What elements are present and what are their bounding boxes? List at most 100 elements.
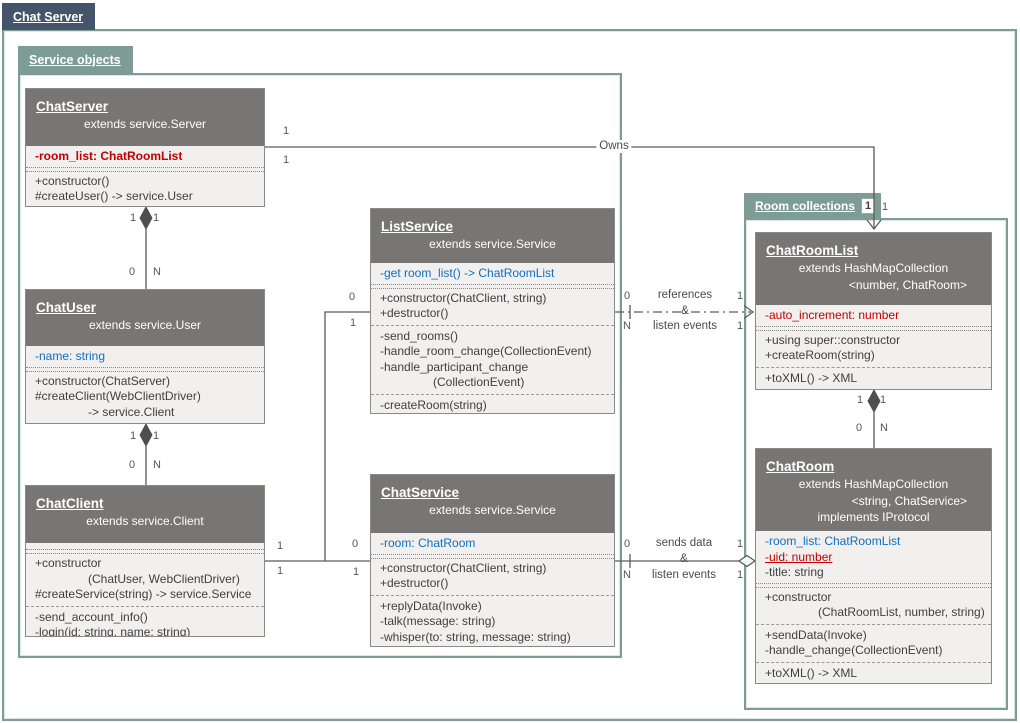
multiplicity-label: 1 — [277, 565, 284, 577]
class-body-chatclient: +constructor (ChatUser, WebClientDriver)… — [26, 543, 264, 636]
connector-label-references-1: references — [657, 289, 713, 301]
group-label-room-collections: Room collections — [755, 199, 856, 213]
multiplicity-label: 0 — [624, 290, 631, 302]
multiplicity-label: 0 — [352, 538, 359, 550]
class-body-chatserver: -room_list: ChatRoomList +constructor() … — [26, 146, 264, 205]
group-label-service-objects: Service objects — [29, 53, 121, 67]
class-header-chatclient: ChatClient extends service.Client — [26, 486, 264, 543]
section-separator — [371, 324, 614, 326]
attribute-row: -title: string — [765, 565, 824, 579]
multiplicity-label: 1 — [130, 212, 137, 224]
attribute-row: -uid: number — [765, 549, 833, 564]
method-row: -createRoom(string) — [380, 397, 487, 412]
method-row: +destructor() — [380, 576, 449, 590]
method-row: +destructor() — [380, 306, 449, 320]
class-stereotype: extends HashMapCollection — [798, 261, 949, 275]
connector-label-owns: Owns — [596, 140, 632, 153]
method-row: #createUser() -> service.User — [35, 189, 193, 203]
attribute-row: -room_list: ChatRoomList — [765, 534, 901, 548]
class-title-chatroomlist: ChatRoomList — [766, 243, 859, 258]
class-box-chatserver: ChatServer extends service.Server -room_… — [25, 88, 265, 207]
method-row: +toXML() -> XML — [765, 665, 858, 680]
method-row: +using super::constructor — [765, 332, 901, 347]
section-separator — [26, 366, 264, 372]
class-body-listservice: -get room_list() -> ChatRoomList +constr… — [371, 263, 614, 413]
room-collections-count-badge: 1 — [861, 198, 876, 214]
method-row: -talk(message: string) — [380, 614, 496, 628]
connector-label-sends-2: & — [680, 553, 688, 565]
multiplicity-label: N — [623, 320, 631, 332]
section-separator — [26, 549, 264, 554]
section-separator — [26, 166, 264, 172]
class-box-chatuser: ChatUser extends service.User -name: str… — [25, 289, 265, 424]
method-row-continuation: (CollectionEvent) — [433, 375, 525, 389]
class-body-chatservice: -room: ChatRoom +constructor(ChatClient,… — [371, 533, 614, 645]
class-title-chatuser: ChatUser — [36, 300, 97, 315]
diagram-frame — [2, 29, 1017, 721]
section-separator — [371, 553, 614, 559]
attribute-row: -get room_list() -> ChatRoomList — [380, 266, 555, 280]
class-stereotype: extends service.User — [88, 318, 202, 332]
method-row: +constructor — [35, 556, 102, 570]
class-stereotype: extends service.Client — [86, 514, 204, 528]
class-title-chatserver: ChatServer — [36, 99, 109, 114]
method-row-continuation: (ChatRoomList, number, string) — [818, 605, 985, 619]
multiplicity-label: N — [880, 422, 888, 434]
section-separator — [371, 283, 614, 289]
class-generic-type: <number, ChatRoom> — [848, 277, 967, 292]
attribute-row: -name: string — [35, 349, 106, 363]
method-row: +sendData(Invoke) — [765, 627, 867, 642]
group-tab-room-collections: Room collections 1 — [744, 193, 882, 219]
multiplicity-label: 1 — [737, 290, 744, 302]
method-row: +constructor — [765, 589, 832, 604]
multiplicity-label: 1 — [737, 320, 744, 332]
method-row: #createClient(WebClientDriver) — [35, 389, 201, 403]
section-separator — [26, 605, 264, 607]
multiplicity-label: 1 — [130, 430, 137, 442]
class-implements: implements IProtocol — [817, 510, 930, 524]
multiplicity-label: N — [623, 569, 631, 581]
class-body-chatroom: -room_list: ChatRoomList -uid: number -t… — [756, 531, 991, 681]
method-row: +replyData(Invoke) — [380, 598, 482, 613]
multiplicity-label: 1 — [283, 154, 290, 166]
section-separator — [756, 582, 991, 588]
connector-label-sends-3: listen events — [652, 569, 716, 581]
section-separator — [756, 623, 991, 625]
multiplicity-label: 1 — [880, 394, 887, 406]
multiplicity-label: 1 — [353, 566, 360, 578]
section-separator — [756, 661, 991, 663]
multiplicity-label: 0 — [856, 422, 863, 434]
class-title-chatclient: ChatClient — [36, 496, 104, 511]
multiplicity-label: 0 — [624, 538, 631, 550]
method-row: -handle_change(CollectionEvent) — [765, 643, 943, 657]
multiplicity-label: 1 — [857, 394, 864, 406]
method-row: +constructor() — [35, 173, 110, 188]
class-header-listservice: ListService extends service.Service — [371, 209, 614, 263]
multiplicity-label: 1 — [277, 540, 284, 552]
multiplicity-label: 1 — [737, 538, 744, 550]
section-separator — [756, 325, 991, 331]
multiplicity-label: 1 — [153, 212, 160, 224]
connector-label-references-3: listen events — [653, 320, 717, 332]
group-tab-service-objects: Service objects — [18, 46, 133, 74]
class-header-chatserver: ChatServer extends service.Server — [26, 89, 264, 146]
method-row-continuation: -> service.Client — [88, 404, 175, 419]
multiplicity-label: 1 — [882, 201, 889, 213]
class-body-chatroomlist: -auto_increment: number +using super::co… — [756, 305, 991, 386]
attribute-row: -room: ChatRoom — [380, 536, 476, 550]
method-row-continuation: (ChatUser, WebClientDriver) — [88, 571, 240, 586]
method-row: -send_account_info() — [35, 609, 148, 624]
multiplicity-label: 0 — [129, 459, 136, 471]
class-box-chatclient: ChatClient extends service.Client +const… — [25, 485, 265, 637]
class-generic-type: <string, ChatService> — [851, 493, 967, 508]
multiplicity-label: N — [153, 266, 161, 278]
method-row: -handle_participant_change — [380, 359, 529, 374]
connector-label-sends-1: sends data — [655, 537, 713, 549]
attribute-row: -room_list: ChatRoomList — [35, 149, 183, 163]
class-stereotype: extends service.Service — [429, 237, 556, 251]
multiplicity-label: 1 — [737, 569, 744, 581]
class-header-chatroomlist: ChatRoomList extends HashMapCollection <… — [756, 233, 991, 305]
class-stereotype: extends service.Server — [83, 117, 207, 131]
class-title-chatservice: ChatService — [381, 485, 460, 500]
